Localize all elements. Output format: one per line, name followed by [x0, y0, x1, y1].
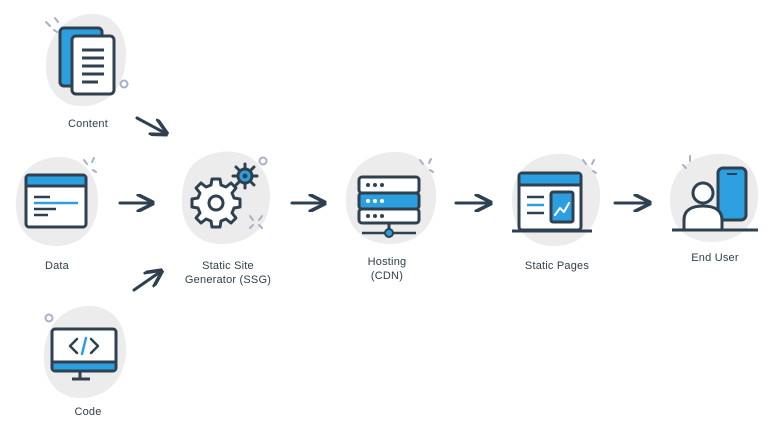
- sparkle-icon: [249, 215, 263, 229]
- arrow-code-to-ssg: [132, 272, 160, 292]
- hosting-node: [346, 151, 437, 244]
- user-phone-icon: [672, 166, 758, 232]
- end-user-node: [670, 153, 759, 242]
- content-label: Content: [68, 118, 108, 130]
- documents-icon: [58, 26, 116, 96]
- data-node: [15, 156, 98, 246]
- static-pages-label: Static Pages: [524, 260, 590, 272]
- sparkle-icon: [582, 159, 597, 174]
- code-label: Code: [74, 406, 102, 418]
- gears-icon: [190, 162, 259, 229]
- dot-icon: [258, 156, 268, 166]
- webpage-icon: [512, 171, 592, 233]
- ssg-node: [181, 151, 270, 244]
- hosting-label: Hosting (CDN): [367, 256, 407, 282]
- arrow-content-to-ssg: [135, 116, 165, 133]
- sparkle-icon: [83, 157, 97, 173]
- data-label: Data: [44, 260, 70, 272]
- sparkle-icon: [682, 155, 691, 169]
- dot-icon: [44, 313, 54, 323]
- ssg-label: Static Site Generator (SSG): [184, 260, 272, 286]
- server-icon: [357, 175, 421, 238]
- static-pages-node: [512, 153, 601, 246]
- dot-icon: [119, 79, 129, 89]
- code-node: [43, 305, 127, 398]
- sparkle-icon: [45, 17, 59, 33]
- code-window-icon: [24, 173, 88, 229]
- flow-arrows: [118, 116, 648, 292]
- end-user-label: End User: [691, 252, 739, 264]
- monitor-code-icon: [50, 327, 118, 381]
- sparkle-icon: [419, 158, 434, 173]
- content-node: [45, 13, 129, 107]
